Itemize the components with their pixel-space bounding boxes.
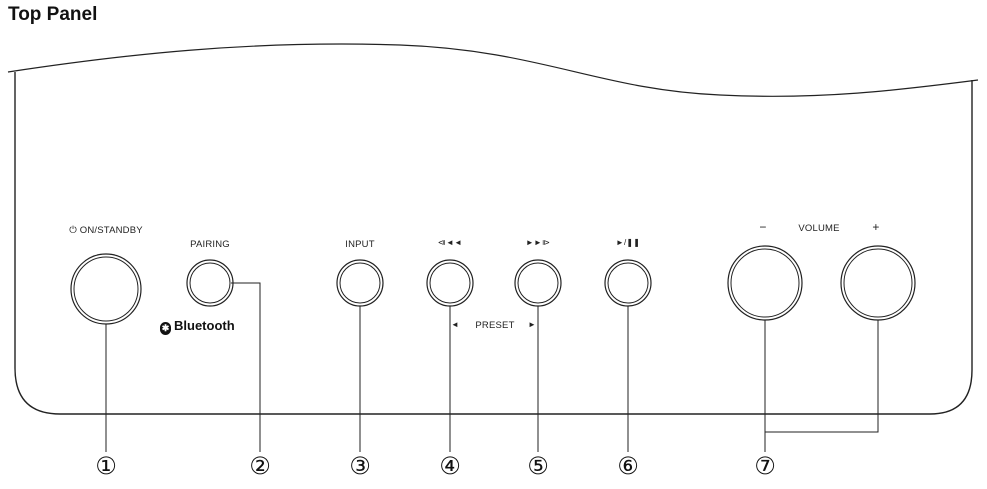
- bluetooth-logo: ✱Bluetooth: [160, 318, 235, 335]
- bluetooth-icon: ✱: [160, 322, 171, 335]
- callout-6: ⑥: [617, 452, 639, 480]
- preset-right-icon: ►: [527, 320, 537, 329]
- pairing-button[interactable]: [186, 259, 234, 307]
- volume-down-button[interactable]: [727, 245, 803, 321]
- preset-label: PRESET: [475, 320, 515, 331]
- volume-up-button[interactable]: [840, 245, 916, 321]
- on-standby-label: ⏻ ON/STANDBY: [69, 225, 143, 236]
- play-pause-icon: ►/❚❚: [615, 238, 641, 247]
- panel-body: [14, 72, 973, 415]
- callout-4: ④: [439, 452, 461, 480]
- panel-outline: [7, 43, 979, 97]
- prev-icon: ⧏◄◄: [437, 238, 463, 247]
- input-button[interactable]: [336, 259, 384, 307]
- callout-1: ①: [95, 452, 117, 480]
- prev-button[interactable]: [426, 259, 474, 307]
- callout-7: ⑦: [754, 452, 776, 480]
- play-pause-button[interactable]: [604, 259, 652, 307]
- callout-3: ③: [349, 452, 371, 480]
- on-standby-button[interactable]: [70, 253, 142, 325]
- volume-plus-icon: +: [872, 220, 880, 234]
- page-title: Top Panel: [8, 4, 98, 25]
- callout-5: ⑤: [527, 452, 549, 480]
- next-button[interactable]: [514, 259, 562, 307]
- pairing-label: PAIRING: [190, 239, 230, 250]
- volume-label: VOLUME: [798, 223, 840, 234]
- volume-minus-icon: −: [759, 220, 767, 234]
- input-label: INPUT: [345, 239, 375, 250]
- callout-2: ②: [249, 452, 271, 480]
- preset-left-icon: ◄: [450, 320, 460, 329]
- leader-lines: [105, 282, 879, 452]
- next-icon: ►►⧐: [525, 238, 551, 247]
